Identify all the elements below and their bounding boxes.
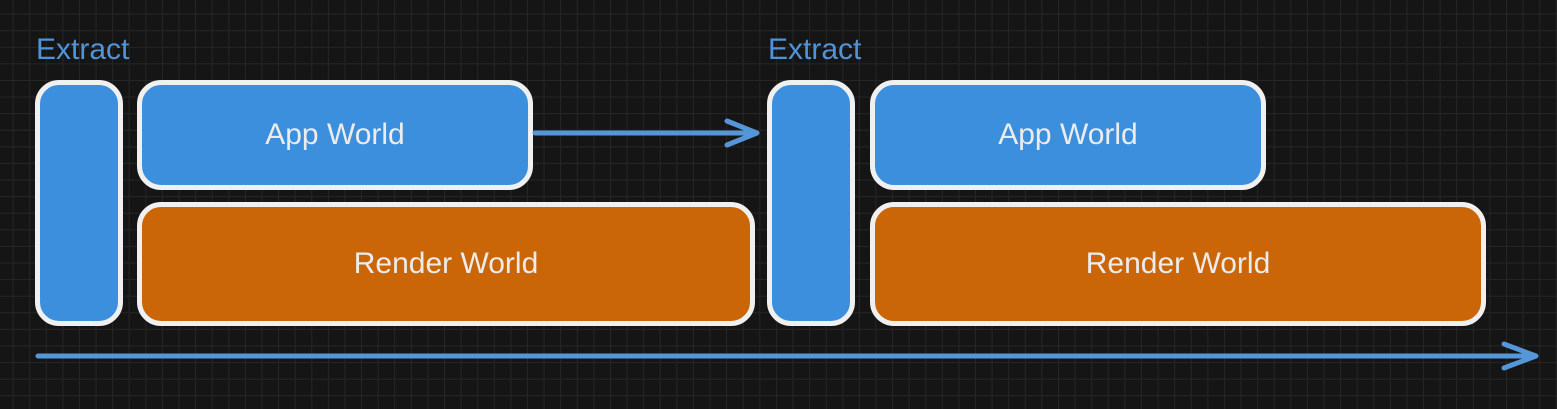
extract-bar	[767, 80, 855, 326]
render-world-label: Render World	[353, 247, 539, 280]
extract-label: Extract	[768, 33, 862, 66]
render-world-box: Render World	[137, 202, 755, 326]
render-world-box: Render World	[870, 202, 1486, 326]
extract-label: Extract	[36, 33, 130, 66]
app-world-label: App World	[265, 118, 405, 151]
render-world-label: Render World	[1085, 247, 1271, 280]
timeline-arrow	[35, 341, 1539, 371]
app-world-label: App World	[998, 118, 1138, 151]
app-world-box: App World	[870, 80, 1266, 190]
app-to-extract-arrow	[532, 118, 760, 148]
app-world-box: App World	[137, 80, 533, 190]
extract-bar	[35, 80, 123, 326]
